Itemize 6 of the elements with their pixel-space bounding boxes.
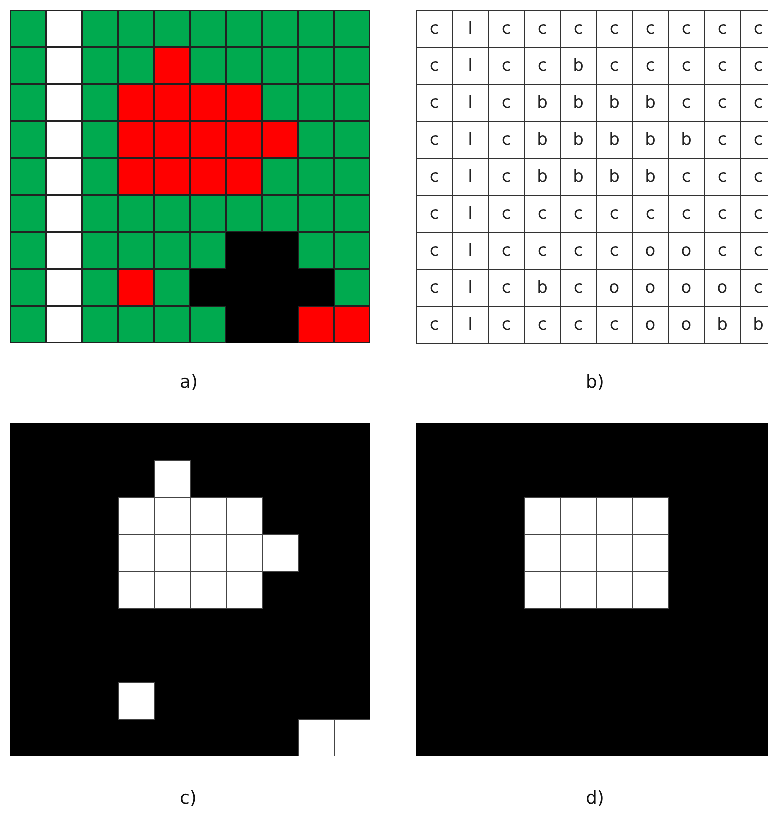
table-cell: c bbox=[416, 306, 453, 344]
table-cell: c bbox=[416, 10, 453, 48]
panel-caption: c) bbox=[180, 788, 197, 809]
panel-caption: d) bbox=[586, 788, 604, 809]
panel-caption: b) bbox=[586, 372, 604, 393]
panel-caption: a) bbox=[180, 372, 198, 393]
